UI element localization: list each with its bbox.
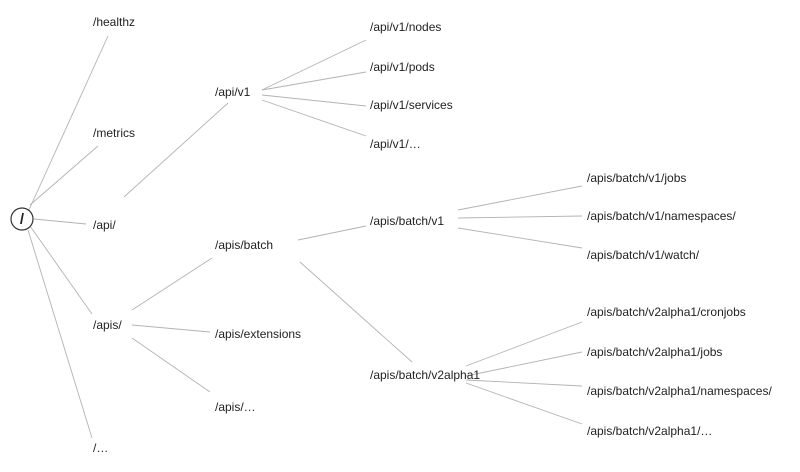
edge-api-v1-to-api-v1-services: [261, 94, 367, 107]
node-v2a1-jobs: /apis/batch/v2alpha1/jobs: [587, 345, 722, 359]
node-apis-batch: /apis/batch: [215, 238, 273, 252]
edge-api-v1-to-api-v1-pods: [261, 71, 367, 91]
root-node: /: [10, 207, 34, 231]
edge-apis-to-apis-more: [131, 337, 211, 393]
edge-apis-batch-to-batch-v1: [297, 225, 367, 241]
edge-batch-v2alpha1-to-v2a1-namespaces: [465, 379, 583, 387]
node-batch-v1-watch: /apis/batch/v1/watch/: [587, 248, 700, 262]
edge-batch-v1-to-batch-v1-jobs: [457, 185, 583, 211]
edge-root-to-root-more: [27, 229, 93, 439]
node-metrics: /metrics: [93, 126, 135, 140]
edge-apis-batch-to-batch-v2alpha1: [299, 261, 413, 363]
tree-nodes: /healthz /metrics /api/ /apis/ /… /api/v…: [93, 15, 772, 455]
root-node-circle: [10, 207, 34, 231]
edge-apis-to-apis-extensions: [131, 324, 211, 333]
node-batch-v2alpha1: /apis/batch/v2alpha1: [370, 368, 480, 382]
edge-root-to-apis: [29, 225, 93, 315]
edge-batch-v2alpha1-to-v2a1-cronjobs: [465, 321, 583, 367]
root-node-label: /: [20, 211, 25, 228]
edge-api-v1-to-api-v1-nodes: [261, 39, 367, 91]
node-apis-more: /apis/…: [215, 400, 256, 414]
node-api: /api/: [93, 218, 116, 232]
edge-root-to-metrics: [29, 145, 99, 206]
node-api-v1-nodes: /api/v1/nodes: [370, 20, 441, 34]
node-batch-v1-jobs: /apis/batch/v1/jobs: [587, 171, 686, 185]
edge-batch-v2alpha1-to-v2a1-jobs: [465, 351, 583, 377]
node-api-v1-pods: /api/v1/pods: [370, 60, 435, 74]
edge-api-to-api-v1: [123, 102, 229, 198]
node-root-more: /…: [93, 441, 108, 455]
edge-root-to-api: [33, 218, 87, 225]
node-healthz: /healthz: [93, 15, 135, 29]
edge-api-v1-to-api-v1-more: [261, 99, 367, 137]
edge-batch-v1-to-batch-v1-watch: [457, 227, 583, 249]
edge-batch-v2alpha1-to-v2a1-more: [465, 382, 583, 425]
node-v2a1-more: /apis/batch/v2alpha1/…: [587, 424, 712, 438]
node-batch-v1: /apis/batch/v1: [370, 214, 444, 228]
node-apis-extensions: /apis/extensions: [215, 327, 301, 341]
node-apis: /apis/: [93, 318, 122, 332]
edge-batch-v1-to-batch-v1-namespaces: [457, 215, 583, 219]
node-api-v1-more: /api/v1/…: [370, 137, 421, 151]
node-api-v1-services: /api/v1/services: [370, 98, 453, 112]
node-batch-v1-namespaces: /apis/batch/v1/namespaces/: [587, 209, 736, 223]
node-v2a1-namespaces: /apis/batch/v2alpha1/namespaces/: [587, 384, 772, 398]
node-v2a1-cronjobs: /apis/batch/v2alpha1/cronjobs: [587, 305, 746, 319]
node-api-v1: /api/v1: [215, 85, 251, 99]
edge-root-to-healthz: [27, 35, 109, 213]
tree-edges: [27, 35, 583, 439]
edge-apis-to-apis-batch: [131, 257, 213, 311]
